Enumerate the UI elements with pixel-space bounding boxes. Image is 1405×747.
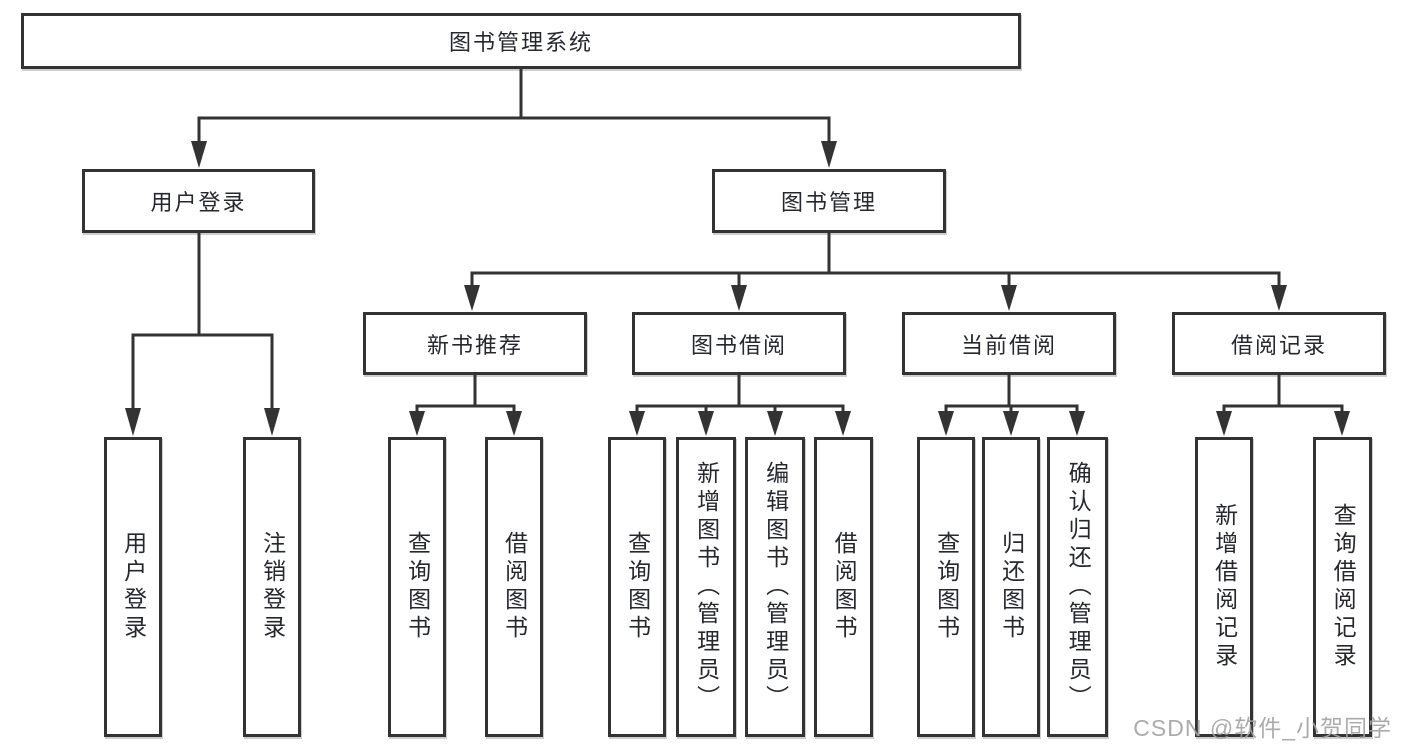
arrowhead (938, 411, 954, 436)
leaf-query-borrow-record: 查询借阅记录 (1313, 437, 1372, 737)
leaf-query-books-recommend-label: 查询图书 (404, 531, 431, 643)
leaf-confirm-return-admin-label: 确认归还（管理员） (1065, 461, 1092, 713)
leaf-logout-label: 注销登录 (259, 531, 286, 643)
connector-book-borrow-children (629, 373, 851, 436)
node-book-management-label: 图书管理 (780, 190, 877, 215)
arrowhead (1216, 411, 1232, 436)
leaf-return-book: 归还图书 (982, 437, 1040, 737)
arrowhead (1001, 285, 1017, 311)
leaf-add-borrow-record: 新增借阅记录 (1195, 437, 1253, 737)
node-current-borrow: 当前借阅 (902, 312, 1116, 375)
connector-root-to-level2 (191, 65, 837, 168)
node-root-label: 图书管理系统 (448, 30, 593, 55)
arrowhead (506, 411, 522, 436)
arrowhead (125, 408, 141, 436)
connector-borrow-records-children (1216, 373, 1350, 436)
node-borrow-records-label: 借阅记录 (1230, 332, 1327, 358)
arrowhead (1003, 411, 1019, 436)
csdn-watermark: CSDN @软件_小贺同学 (1133, 715, 1392, 741)
leaf-edit-book-admin: 编辑图书（管理员） (745, 437, 805, 737)
leaf-query-books-borrow: 查询图书 (608, 437, 666, 737)
node-current-borrow-label: 当前借阅 (960, 332, 1057, 358)
leaf-query-borrow-record-label: 查询借阅记录 (1330, 503, 1357, 671)
arrowhead (698, 411, 714, 436)
node-new-book-recommend-label: 新书推荐 (426, 332, 523, 358)
arrowhead (1271, 285, 1287, 311)
leaf-user-login-label: 用户登录 (120, 531, 147, 643)
leaf-edit-book-admin-label: 编辑图书（管理员） (762, 461, 789, 713)
leaf-query-books-recommend: 查询图书 (388, 437, 446, 737)
arrowhead (1069, 411, 1085, 436)
leaf-logout: 注销登录 (243, 437, 301, 737)
connector-book-management-children (464, 231, 1287, 311)
connector-current-borrow-children (938, 373, 1085, 436)
connector-new-book-recommend-children (409, 373, 522, 436)
arrowhead (191, 141, 207, 168)
leaf-query-books-current: 查询图书 (917, 437, 975, 737)
node-book-borrow: 图书借阅 (632, 312, 846, 375)
leaf-borrow-books-borrow-label: 借阅图书 (831, 531, 858, 643)
leaf-borrow-books-borrow: 借阅图书 (814, 437, 873, 737)
node-user-login-label: 用户登录 (150, 190, 247, 215)
leaf-add-borrow-record-label: 新增借阅记录 (1211, 503, 1238, 671)
arrowhead (1334, 411, 1350, 436)
node-new-book-recommend: 新书推荐 (363, 312, 587, 375)
node-user-login: 用户登录 (82, 169, 315, 233)
leaf-return-book-label: 归还图书 (998, 531, 1025, 643)
arrowhead (835, 411, 851, 436)
node-root: 图书管理系统 (21, 13, 1021, 69)
leaf-borrow-books-recommend: 借阅图书 (485, 437, 543, 737)
arrowhead (731, 285, 747, 311)
node-borrow-records: 借阅记录 (1172, 312, 1386, 375)
leaf-add-book-admin: 新增图书（管理员） (676, 437, 736, 737)
leaf-query-books-borrow-label: 查询图书 (624, 531, 651, 643)
leaf-user-login: 用户登录 (104, 437, 162, 737)
node-book-borrow-label: 图书借阅 (690, 332, 787, 358)
arrowhead (409, 411, 425, 436)
arrowhead (767, 411, 783, 436)
arrowhead (821, 141, 837, 168)
node-book-management: 图书管理 (712, 169, 946, 233)
arrowhead (629, 411, 645, 436)
leaf-query-books-current-label: 查询图书 (933, 531, 960, 643)
connector-user-login-children (125, 231, 280, 436)
leaf-confirm-return-admin: 确认归还（管理员） (1047, 437, 1108, 737)
leaf-borrow-books-recommend-label: 借阅图书 (501, 531, 528, 643)
leaf-add-book-admin-label: 新增图书（管理员） (693, 461, 720, 713)
arrowhead (464, 285, 480, 311)
arrowhead (264, 408, 280, 436)
